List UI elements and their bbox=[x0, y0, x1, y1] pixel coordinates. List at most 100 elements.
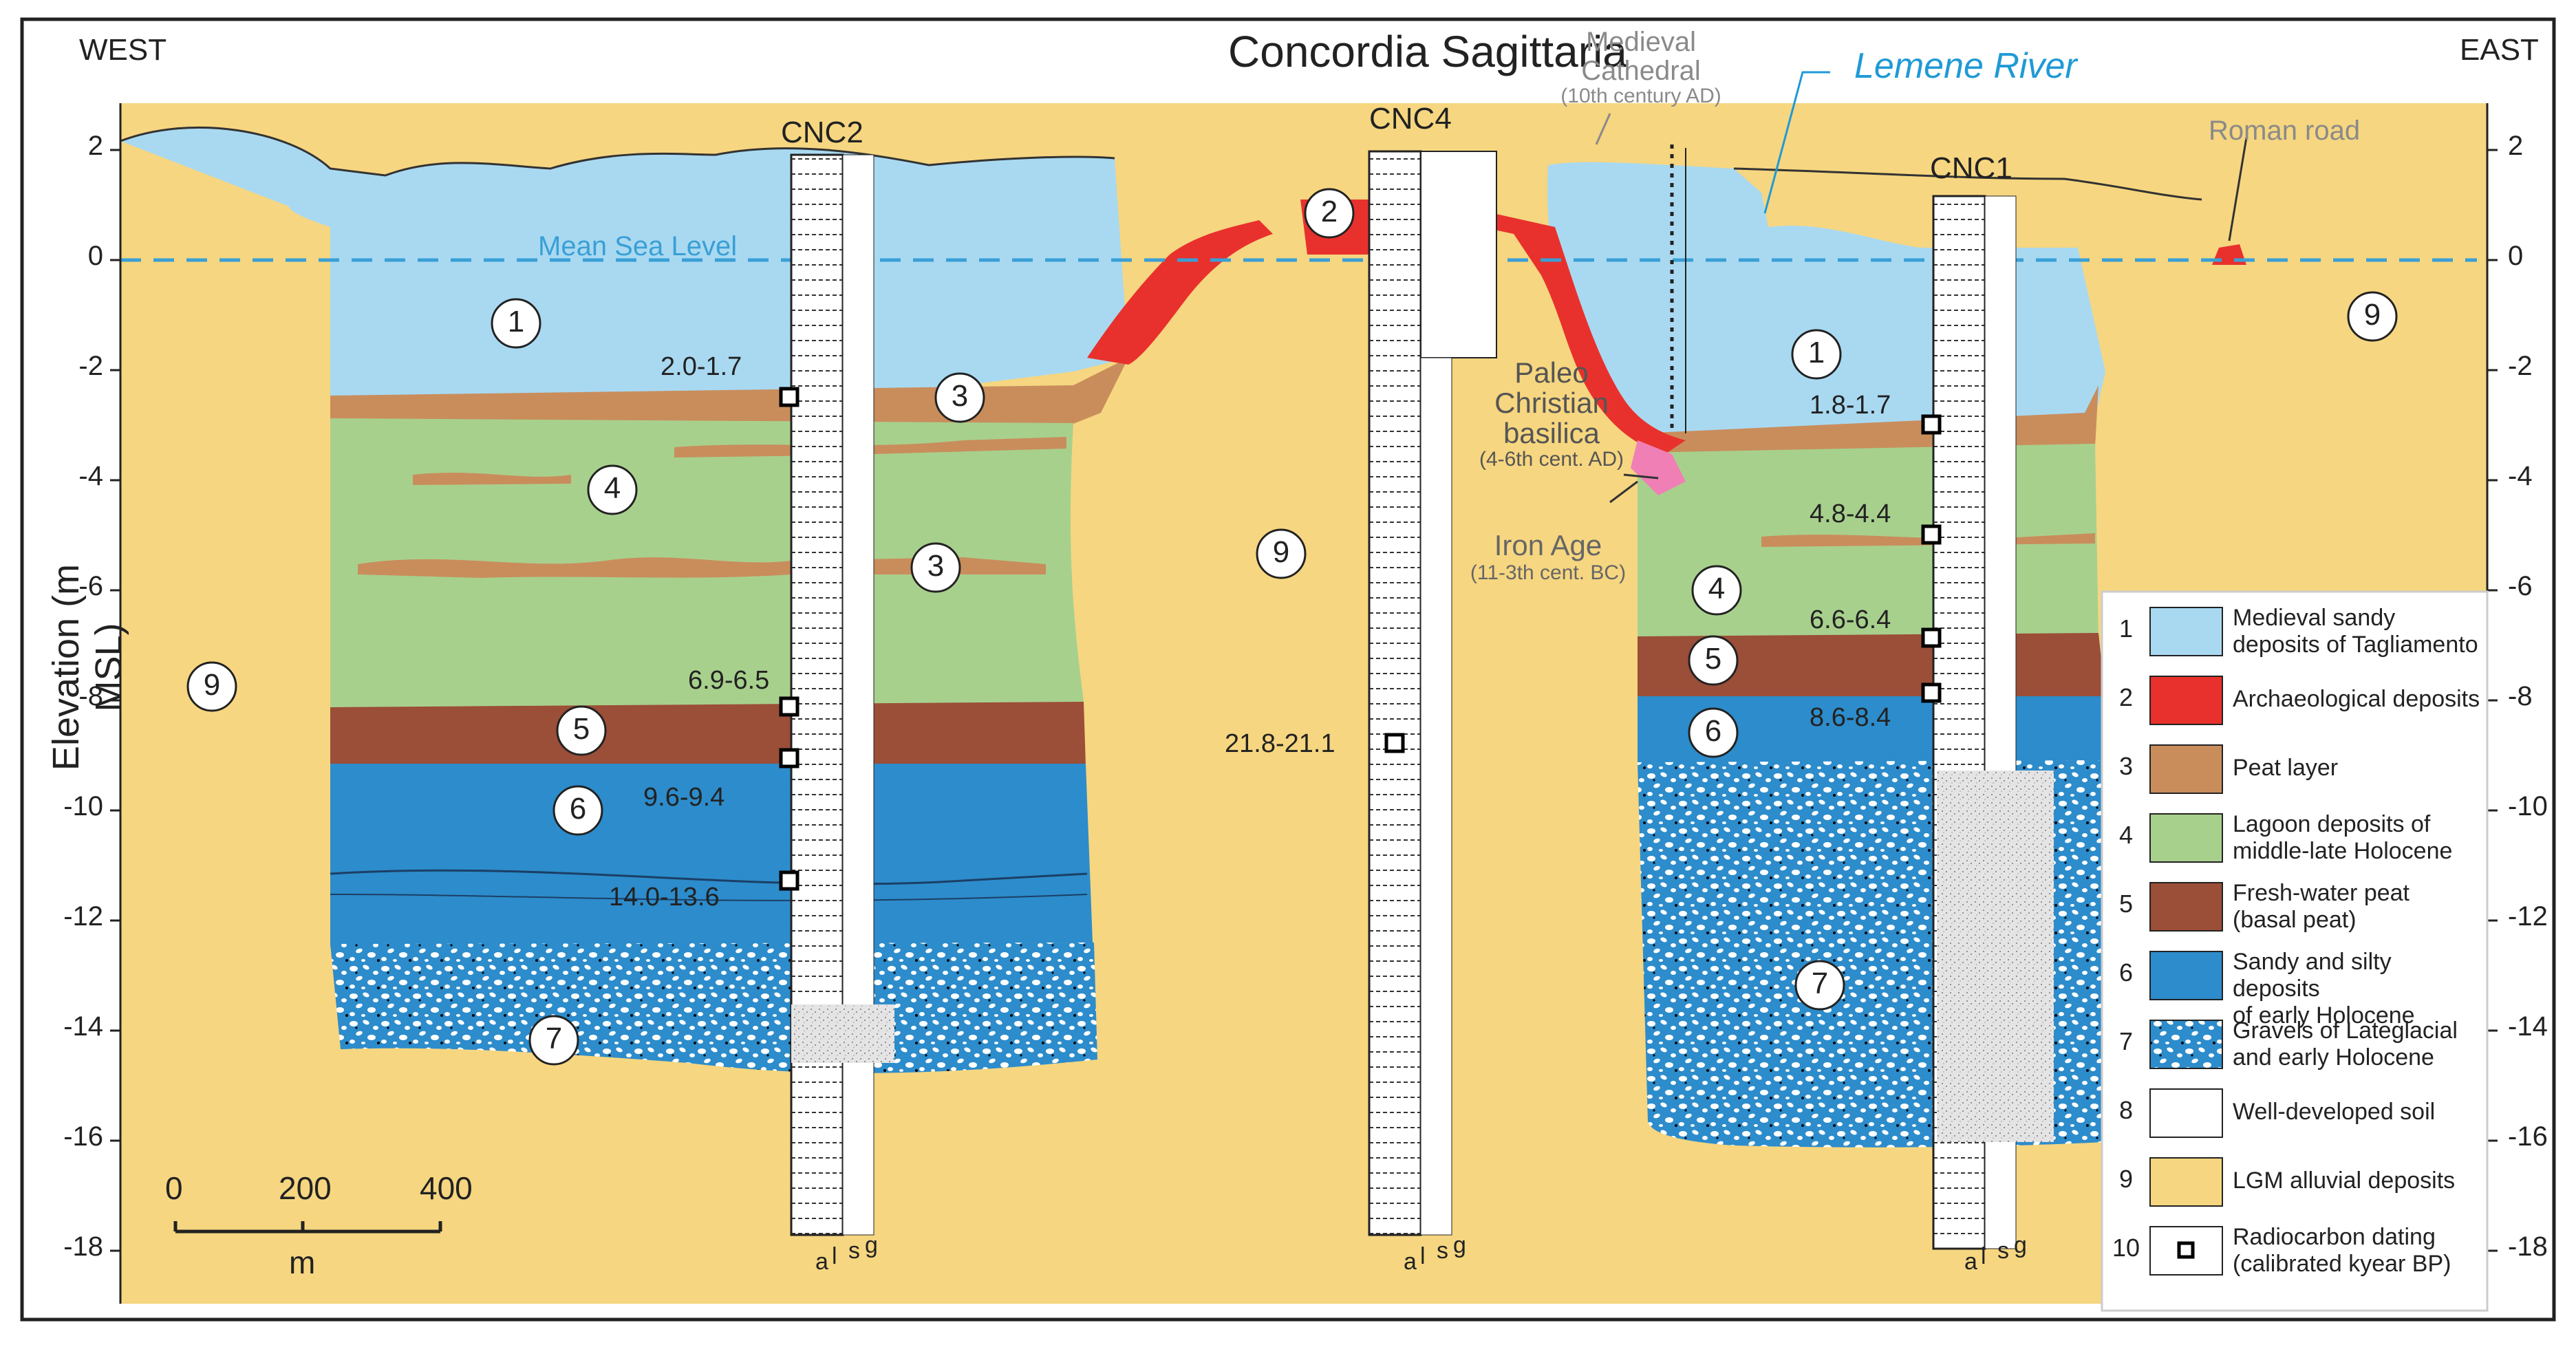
radiocarbon-date: 9.6-9.4 bbox=[643, 783, 725, 812]
y-tick-right: -4 bbox=[2508, 461, 2533, 491]
grain-label: g bbox=[1453, 1232, 1466, 1258]
mean-sea-level-label: Mean Sea Level bbox=[538, 231, 738, 261]
unit-marker: 7 bbox=[1811, 967, 1829, 1000]
legend-number: 5 bbox=[2118, 890, 2134, 918]
iron-age-line-2: (11-3th cent. BC) bbox=[1470, 561, 1627, 585]
legend-label: Fresh-water peat(basal peat) bbox=[2233, 880, 2480, 934]
y-tick-right: -18 bbox=[2508, 1231, 2548, 1262]
legend-swatch bbox=[2149, 744, 2223, 794]
y-tick-left: 2 bbox=[87, 131, 103, 161]
legend-swatch bbox=[2149, 1157, 2223, 1207]
scale-bar bbox=[173, 1221, 442, 1234]
unit-marker: 5 bbox=[1704, 642, 1722, 676]
legend-number: 7 bbox=[2118, 1027, 2134, 1055]
y-tick-right: -14 bbox=[2508, 1011, 2548, 1042]
radiocarbon-date: 1.8-1.7 bbox=[1810, 391, 1891, 420]
legend-label-line: Sandy and silty deposits bbox=[2233, 949, 2392, 1002]
legend-swatch bbox=[2149, 951, 2223, 1000]
basilica-line-3: basilica bbox=[1503, 417, 1600, 450]
grain-label: l bbox=[1420, 1243, 1426, 1269]
y-tick-left: -16 bbox=[63, 1121, 103, 1152]
legend-label-line: Medieval sandy bbox=[2233, 605, 2396, 631]
legend-label: LGM alluvial deposits bbox=[2233, 1168, 2480, 1194]
unit-marker: 2 bbox=[1320, 195, 1338, 228]
unit-marker: 4 bbox=[603, 471, 621, 505]
legend-number: 6 bbox=[2118, 958, 2134, 987]
y-tick-left: 0 bbox=[87, 241, 103, 271]
legend-label-line: (basal peat) bbox=[2233, 907, 2357, 934]
grain-label: a bbox=[1404, 1249, 1417, 1275]
cathedral-line-2: Cathedral bbox=[1581, 56, 1701, 86]
unit-marker: 6 bbox=[1704, 714, 1722, 748]
grain-label: s bbox=[1997, 1238, 2009, 1264]
legend-swatches bbox=[2149, 607, 2223, 1276]
radiocarbon-date: 21.8-21.1 bbox=[1225, 729, 1335, 758]
legend-number: 9 bbox=[2118, 1165, 2134, 1193]
title: Concordia Sagittaria bbox=[1228, 27, 1627, 76]
core-label-cnc1: CNC1 bbox=[1930, 151, 2012, 185]
unit-marker: 3 bbox=[927, 549, 945, 583]
east-label: EAST bbox=[2460, 33, 2539, 67]
grain-label: l bbox=[1981, 1243, 1986, 1269]
archaeological-deposits-east bbox=[1417, 213, 1686, 454]
legend-number: 8 bbox=[2118, 1096, 2134, 1124]
core-cnc2 bbox=[790, 153, 894, 1236]
basilica-line-1: Paleo bbox=[1514, 356, 1589, 389]
cathedral-label: Medieval Cathedral (10th century AD) bbox=[1548, 28, 1734, 107]
y-tick-right: -10 bbox=[2508, 791, 2548, 821]
y-tick-left: -8 bbox=[78, 681, 103, 711]
y-tick-right: -12 bbox=[2508, 901, 2548, 932]
unit-marker: 5 bbox=[572, 712, 590, 746]
basilica-line-2: Christian bbox=[1494, 387, 1609, 420]
unit-marker: 1 bbox=[507, 305, 525, 338]
legend-number: 1 bbox=[2118, 614, 2134, 643]
scale-tick-label: 0 bbox=[165, 1170, 183, 1206]
legend-label-line: Fresh-water peat bbox=[2233, 880, 2409, 906]
unit-marker: 1 bbox=[1807, 336, 1825, 369]
grain-label: g bbox=[2014, 1232, 2027, 1258]
grain-label: g bbox=[865, 1232, 878, 1258]
radiocarbon-date: 2.0-1.7 bbox=[661, 352, 742, 381]
unit-marker: 4 bbox=[1708, 572, 1726, 605]
scale-tick-label: 200 bbox=[279, 1170, 332, 1206]
y-tick-right: 2 bbox=[2508, 131, 2524, 161]
radiocarbon-date: 6.9-6.5 bbox=[688, 666, 770, 695]
cathedral-line-1: Medieval bbox=[1585, 27, 1697, 57]
legend-label-line: (calibrated kyear BP) bbox=[2233, 1251, 2451, 1278]
legend-label-line: Archaeological deposits bbox=[2233, 686, 2480, 712]
west-valley-peat bbox=[330, 358, 1128, 427]
legend-label-line: Radiocarbon dating bbox=[2233, 1224, 2436, 1250]
iron-age-deposits bbox=[1631, 440, 1686, 495]
legend-swatch bbox=[2149, 676, 2223, 725]
grain-label: a bbox=[815, 1249, 828, 1275]
roman-road-label: Roman road bbox=[2209, 116, 2361, 146]
y-tick-right: 0 bbox=[2508, 241, 2524, 271]
y-tick-left: -6 bbox=[78, 571, 103, 601]
y-tick-left: -18 bbox=[63, 1231, 103, 1262]
y-tick-right: -2 bbox=[2508, 351, 2533, 381]
radiocarbon-date: 14.0-13.6 bbox=[609, 883, 720, 912]
scale-bar-unit: m bbox=[289, 1245, 316, 1280]
legend-label: Archaeological deposits bbox=[2233, 686, 2480, 713]
unit-marker: 9 bbox=[1272, 535, 1290, 569]
legend-number: 3 bbox=[2118, 752, 2134, 780]
radiocarbon-marker-icon bbox=[2177, 1241, 2195, 1259]
core-cnc1 bbox=[1932, 195, 2054, 1250]
grain-label: s bbox=[1437, 1238, 1448, 1264]
west-valley-sandy-medieval bbox=[120, 127, 1128, 399]
legend-label-line: LGM alluvial deposits bbox=[2233, 1168, 2456, 1194]
unit-marker: 7 bbox=[545, 1022, 563, 1055]
west-valley-basal-peat bbox=[330, 702, 1086, 765]
radiocarbon-date: 4.8-4.4 bbox=[1810, 499, 1891, 528]
y-tick-right: -16 bbox=[2508, 1121, 2548, 1152]
radiocarbon-date: 6.6-6.4 bbox=[1810, 605, 1891, 634]
legend-swatch bbox=[2149, 1088, 2223, 1138]
y-tick-left: -14 bbox=[63, 1011, 103, 1042]
y-tick-left: -12 bbox=[63, 901, 103, 932]
west-label: WEST bbox=[79, 33, 167, 67]
legend-label-line: Well-developed soil bbox=[2233, 1099, 2436, 1125]
